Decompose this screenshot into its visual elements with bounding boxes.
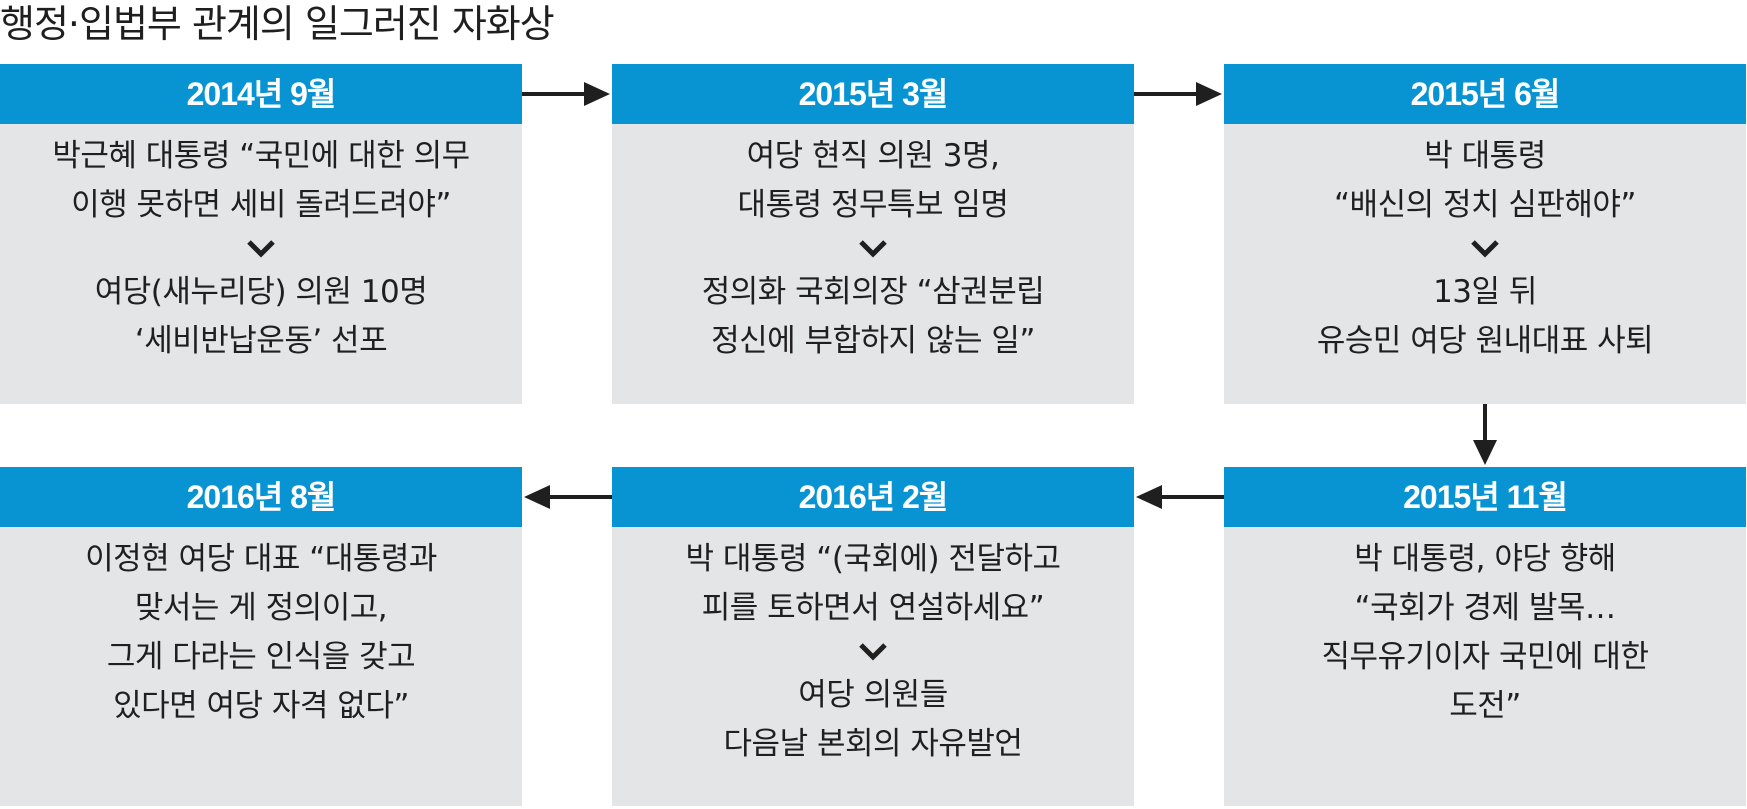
event-line: 박근혜 대통령 “국민에 대한 의무 <box>52 138 470 174</box>
card-date: 2016년 2월 <box>612 467 1134 527</box>
event-line: “배신의 정치 심판해야” <box>1333 187 1637 223</box>
card-date: 2015년 6월 <box>1224 64 1746 124</box>
card-body: 박근혜 대통령 “국민에 대한 의무 이행 못하면 세비 돌려드려야” 여당(새… <box>0 124 522 366</box>
event-line: 정의화 국회의장 “삼권분립 <box>701 274 1045 310</box>
chevron-down-icon <box>612 230 1134 268</box>
card-date: 2015년 3월 <box>612 64 1134 124</box>
event-line: 그게 다라는 인식을 갖고 <box>106 639 416 675</box>
chevron-down-icon <box>612 633 1134 671</box>
timeline-card-2015-11: 2015년 11월 박 대통령, 야당 향해 “국회가 경제 발목… 직무유기이… <box>1224 467 1746 806</box>
arrow-left-icon <box>524 485 612 509</box>
timeline-card-2015-06: 2015년 6월 박 대통령 “배신의 정치 심판해야” 13일 뒤 유승민 여… <box>1224 64 1746 404</box>
event-line: 피를 토하면서 연설하세요” <box>701 590 1045 626</box>
arrow-down-icon <box>1473 404 1497 465</box>
event-line: 박 대통령 “(국회에) 전달하고 <box>685 541 1061 577</box>
timeline-card-2014-09: 2014년 9월 박근혜 대통령 “국민에 대한 의무 이행 못하면 세비 돌려… <box>0 64 522 404</box>
timeline-card-2016-02: 2016년 2월 박 대통령 “(국회에) 전달하고 피를 토하면서 연설하세요… <box>612 467 1134 806</box>
event-line: 다음날 본회의 자유발언 <box>723 726 1023 762</box>
event-line: 직무유기이자 국민에 대한 <box>1321 639 1649 675</box>
event-line: 박 대통령 <box>1424 138 1546 174</box>
event-line: 13일 뒤 <box>1433 274 1537 310</box>
arrow-right-icon <box>1134 82 1222 106</box>
event-line: 있다면 여당 자격 없다” <box>113 688 409 724</box>
timeline-card-2016-08: 2016년 8월 이정현 여당 대표 “대통령과 맞서는 게 정의이고, 그게 … <box>0 467 522 806</box>
event-line: 유승민 여당 원내대표 사퇴 <box>1316 323 1654 359</box>
event-line: 이행 못하면 세비 돌려드려야” <box>71 187 451 223</box>
diagram-title: 행정·입법부 관계의 일그러진 자화상 <box>0 2 555 46</box>
event-line: 맞서는 게 정의이고, <box>134 590 388 626</box>
timeline-card-2015-03: 2015년 3월 여당 현직 의원 3명, 대통령 정무특보 임명 정의화 국회… <box>612 64 1134 404</box>
event-line: 대통령 정무특보 임명 <box>737 187 1009 223</box>
event-line: 이정현 여당 대표 “대통령과 <box>85 541 437 577</box>
event-line: 여당 현직 의원 3명, <box>746 138 1000 174</box>
card-date: 2016년 8월 <box>0 467 522 527</box>
card-body: 여당 현직 의원 3명, 대통령 정무특보 임명 정의화 국회의장 “삼권분립 … <box>612 124 1134 366</box>
card-date: 2015년 11월 <box>1224 467 1746 527</box>
card-body: 박 대통령 “(국회에) 전달하고 피를 토하면서 연설하세요” 여당 의원들 … <box>612 527 1134 769</box>
event-line: “국회가 경제 발목… <box>1354 590 1616 626</box>
chevron-down-icon <box>0 230 522 268</box>
event-line: 박 대통령, 야당 향해 <box>1354 541 1616 577</box>
card-date: 2014년 9월 <box>0 64 522 124</box>
arrow-right-icon <box>522 82 610 106</box>
card-body: 박 대통령, 야당 향해 “국회가 경제 발목… 직무유기이자 국민에 대한 도… <box>1224 527 1746 731</box>
event-line: 여당(새누리당) 의원 10명 <box>94 274 428 310</box>
card-body: 이정현 여당 대표 “대통령과 맞서는 게 정의이고, 그게 다라는 인식을 갖… <box>0 527 522 731</box>
event-line: 정신에 부합하지 않는 일” <box>711 323 1035 359</box>
event-line: 도전” <box>1449 688 1521 724</box>
event-line: ‘세비반납운동’ 선포 <box>134 323 388 359</box>
arrow-left-icon <box>1136 485 1224 509</box>
event-line: 여당 의원들 <box>798 677 948 713</box>
card-body: 박 대통령 “배신의 정치 심판해야” 13일 뒤 유승민 여당 원내대표 사퇴 <box>1224 124 1746 366</box>
chevron-down-icon <box>1224 230 1746 268</box>
